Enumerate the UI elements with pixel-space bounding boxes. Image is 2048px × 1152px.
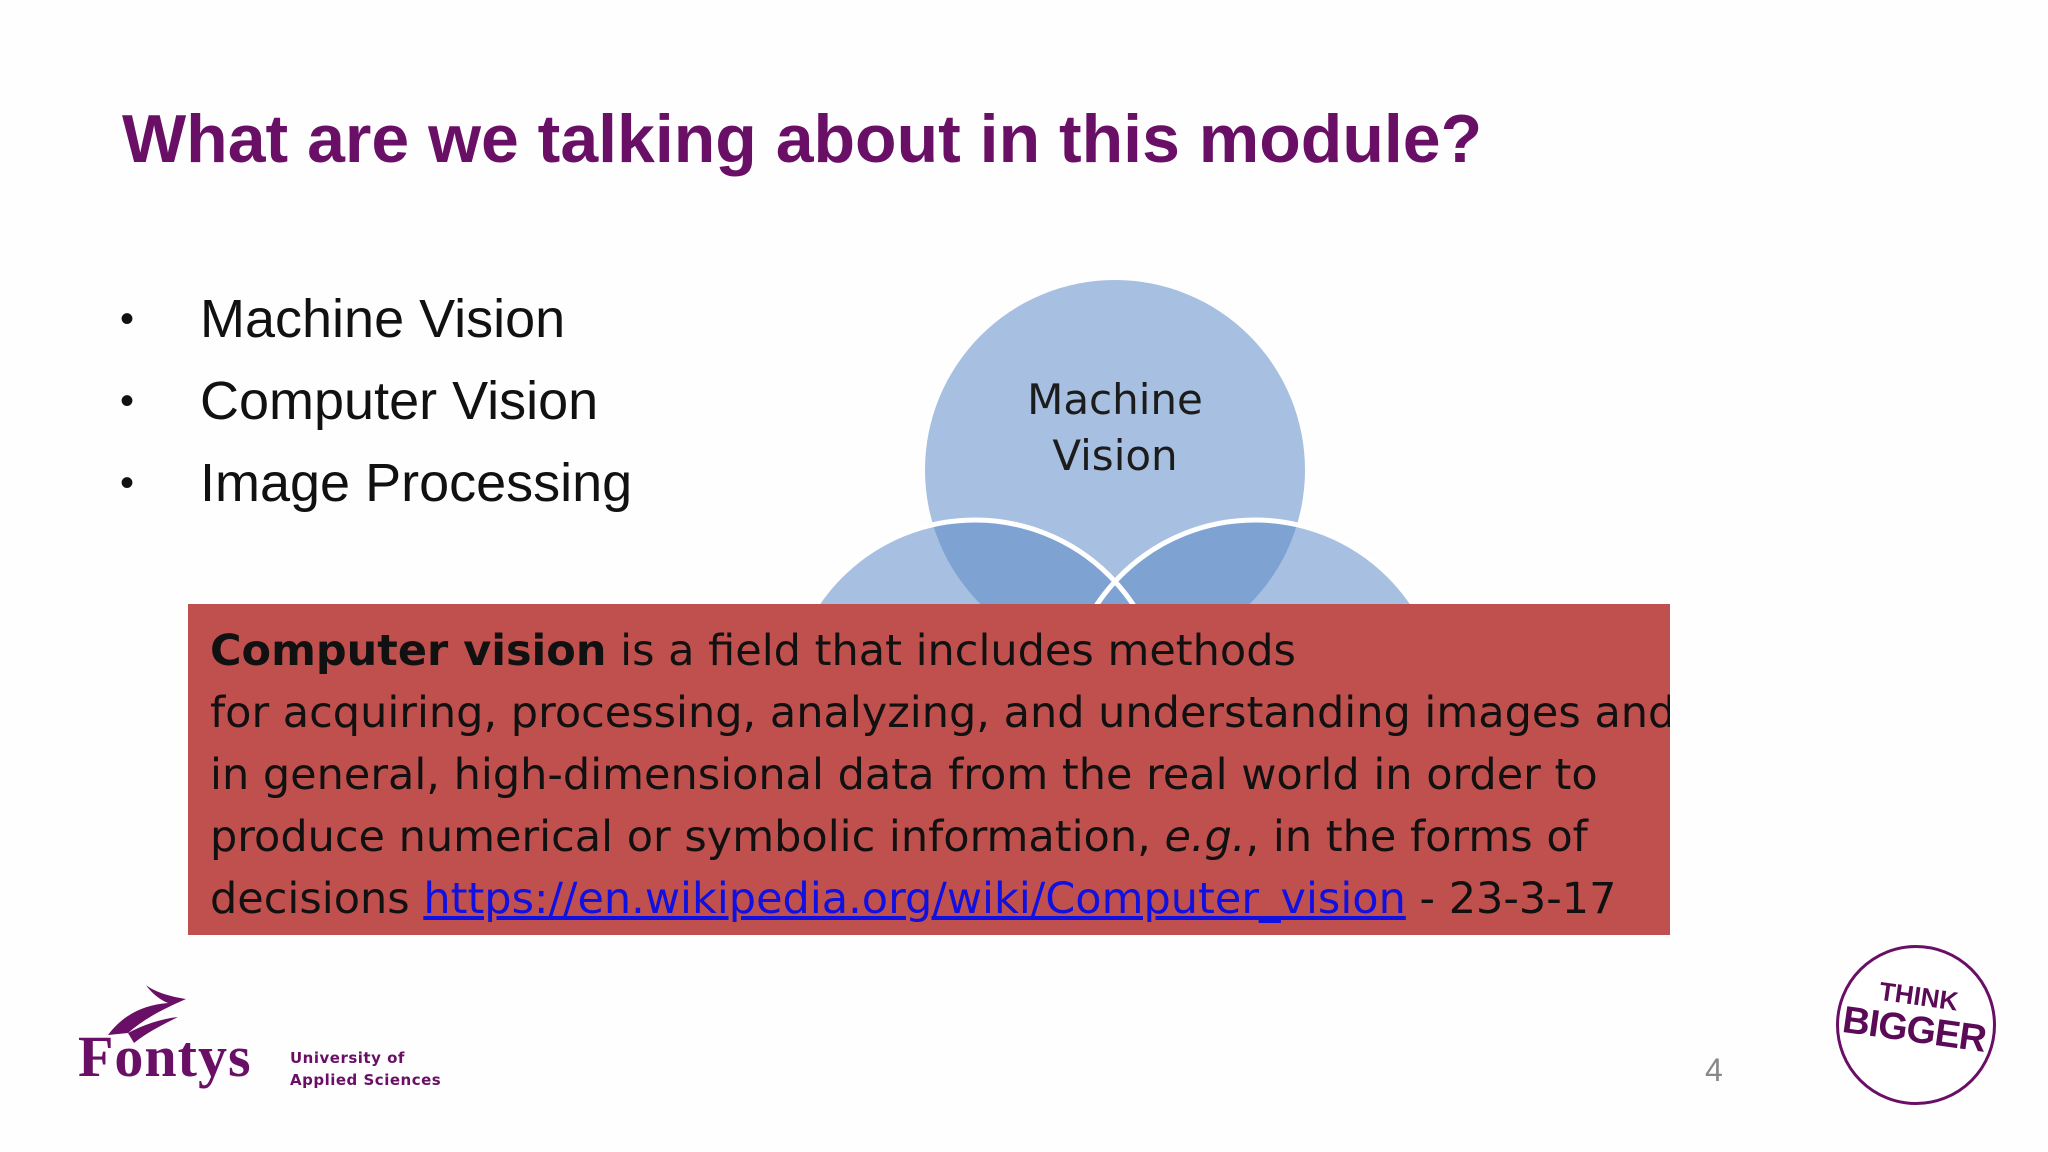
fontys-bird-icon bbox=[108, 985, 186, 1043]
fontys-subtitle: University of Applied Sciences bbox=[290, 1047, 441, 1091]
definition-eg: e.g. bbox=[1164, 812, 1246, 862]
definition-line-4: produce numerical or symbolic informatio… bbox=[210, 806, 1648, 868]
definition-text: , in the forms of bbox=[1245, 812, 1588, 862]
page-number: 4 bbox=[1705, 1052, 1723, 1088]
bullet-text: Image Processing bbox=[200, 453, 633, 513]
bullet-icon: • bbox=[120, 296, 135, 341]
definition-line-5: decisions https://en.wikipedia.org/wiki/… bbox=[210, 868, 1648, 930]
definition-text: is a field that includes methods bbox=[606, 626, 1296, 676]
badge-text: THINK BIGGER bbox=[1835, 972, 1997, 1061]
definition-line-3: in general, high-dimensional data from t… bbox=[210, 750, 1598, 800]
list-item: • Computer Vision bbox=[120, 360, 632, 442]
fontys-wordmark: Fontys bbox=[78, 1024, 252, 1089]
slide-title: What are we talking about in this module… bbox=[122, 101, 1483, 177]
think-bigger-badge: THINK BIGGER bbox=[1836, 945, 1996, 1105]
venn-top-label-line2: Vision bbox=[1052, 431, 1178, 480]
fontys-logo: Fontys University of Applied Sciences bbox=[78, 985, 478, 1100]
definition-line-2: for acquiring, processing, analyzing, an… bbox=[210, 688, 1670, 738]
bullet-text: Computer Vision bbox=[200, 371, 599, 431]
bullet-icon: • bbox=[120, 460, 135, 505]
list-item: • Image Processing bbox=[120, 442, 632, 524]
venn-top-label: Machine Vision bbox=[985, 372, 1245, 484]
bullet-list: • Machine Vision • Computer Vision • Ima… bbox=[120, 278, 632, 524]
venn-top-label-line1: Machine bbox=[1027, 375, 1203, 424]
definition-box: Computer vision is a field that includes… bbox=[188, 604, 1670, 935]
definition-term: Computer vision bbox=[210, 626, 607, 676]
bullet-icon: • bbox=[120, 378, 135, 423]
list-item: • Machine Vision bbox=[120, 278, 632, 360]
bullet-text: Machine Vision bbox=[200, 289, 566, 349]
wikipedia-link[interactable]: https://en.wikipedia.org/wiki/Computer_v… bbox=[423, 874, 1406, 924]
definition-line-1: Computer vision is a field that includes… bbox=[210, 620, 1648, 682]
definition-text: produce numerical or symbolic informatio… bbox=[210, 812, 1165, 862]
definition-text: decisions bbox=[210, 874, 424, 924]
fontys-subtitle-line2: Applied Sciences bbox=[290, 1071, 442, 1089]
fontys-subtitle-line1: University of bbox=[290, 1049, 405, 1067]
definition-date: - 23-3-17 bbox=[1405, 874, 1617, 924]
